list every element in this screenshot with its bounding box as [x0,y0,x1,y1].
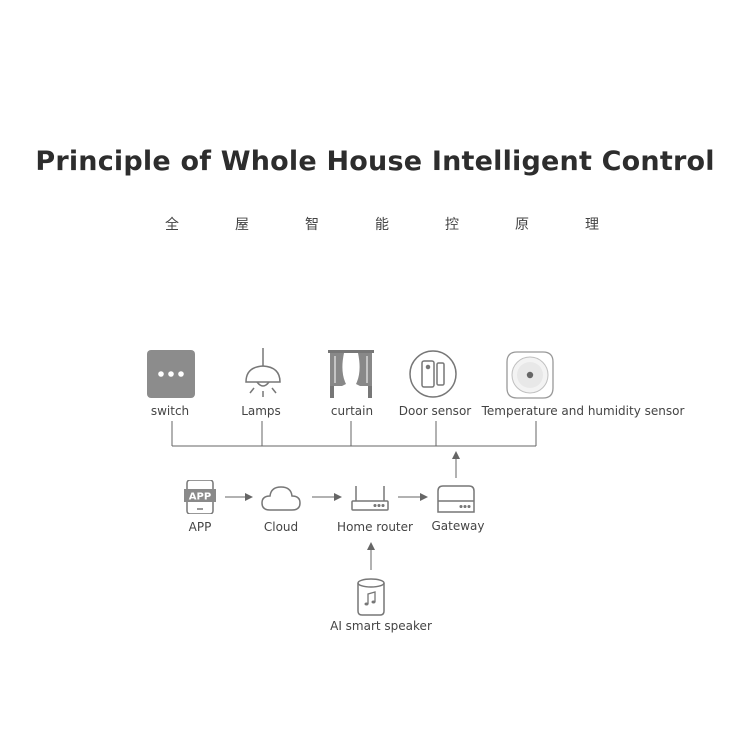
lamps-label: Lamps [241,404,281,418]
lamp-icon [241,348,285,400]
subtitle-char: 能 [375,217,389,233]
door-sensor-icon [408,349,458,399]
switch-label: switch [150,404,190,418]
app-icon-text: APP [189,492,211,503]
cloud-label: Cloud [263,520,299,534]
curtain-icon [328,350,374,398]
router-label: Home router [337,520,413,534]
diagram-title: Principle of Whole House Intelligent Con… [35,146,715,177]
subtitle-char: 全 [165,217,179,233]
subtitle-char: 控 [445,217,459,233]
router-icon [351,484,389,512]
temperature-humidity-sensor-icon [505,350,555,400]
gateway-label: Gateway [431,519,485,533]
subtitle-char: 智 [305,217,319,233]
chinese-subtitle: 全 屋 智 能 控 原 理 [0,214,750,236]
smart-speaker-label: AI smart speaker [330,619,432,633]
cloud-icon [261,484,301,512]
app-label: APP [188,520,212,534]
subtitle-char: 理 [585,217,599,233]
subtitle-char: 原 [515,217,529,233]
switch-icon [147,350,195,398]
gateway-icon [436,484,476,514]
smart-speaker-icon [356,578,386,616]
subtitle-char: 屋 [235,217,249,233]
door-sensor-label: Door sensor [398,404,472,418]
temperature-humidity-sensor-label: Temperature and humidity sensor [481,404,685,418]
curtain-label: curtain [330,404,374,418]
app-icon: APP [184,479,216,515]
